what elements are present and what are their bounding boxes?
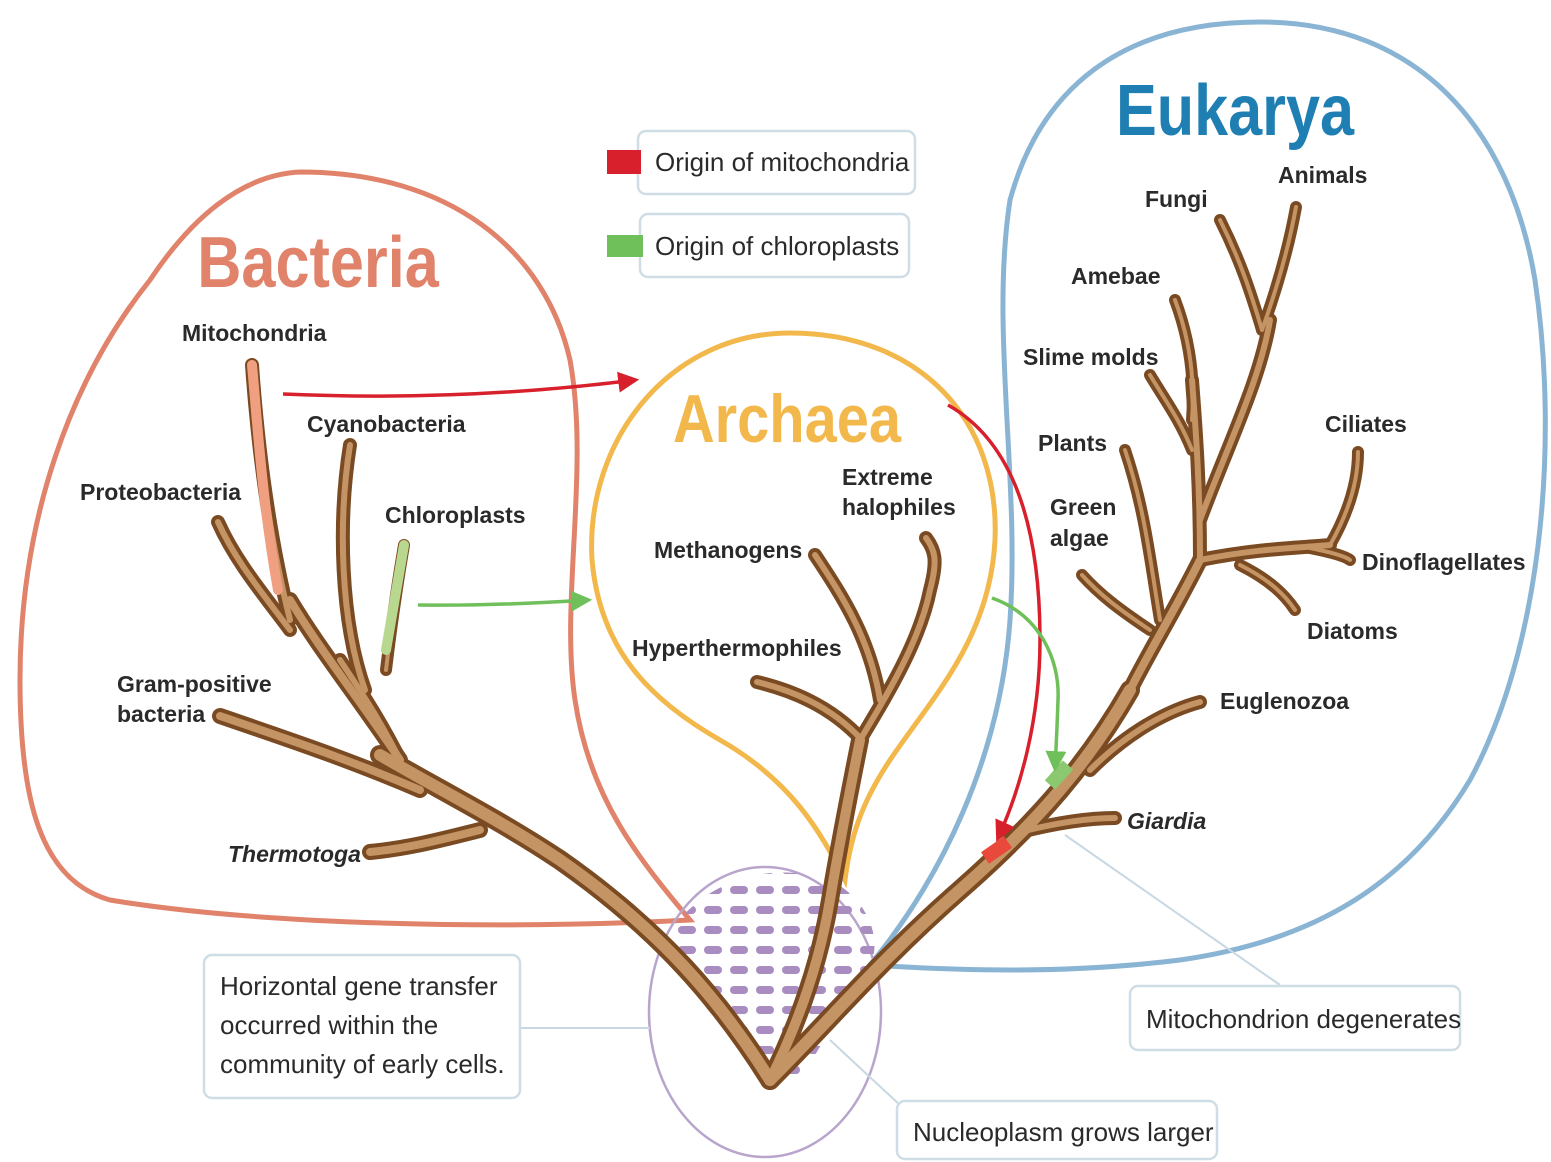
label-green-algae-line2: algae [1050,525,1109,551]
mitochondria-to-eukarya-arrow [948,405,1040,838]
eukarya-title: Eukarya [1116,71,1355,151]
hgt-note: Horizontal gene transfer occurred within… [204,955,520,1098]
label-dinoflagellates: Dinoflagellates [1362,549,1526,575]
nucleoplasm-leader [830,1040,900,1105]
label-mitochondria: Mitochondria [182,320,327,346]
label-ciliates: Ciliates [1325,411,1407,437]
hgt-note-line1: Horizontal gene transfer [220,971,498,1001]
label-green-algae-line1: Green [1050,494,1116,520]
mitochondria-transfer-arrow [283,380,635,396]
nucleoplasm-text: Nucleoplasm grows larger [913,1117,1214,1147]
legend-mitochondria-swatch [607,150,641,174]
legend-chloroplasts-label: Origin of chloroplasts [655,231,899,261]
bacteria-title: Bacteria [197,223,439,303]
label-extreme-halophiles-line2: halophiles [842,494,956,520]
label-fungi: Fungi [1145,186,1208,212]
label-chloroplasts: Chloroplasts [385,502,526,528]
hgt-note-line2: occurred within the [220,1010,438,1040]
legend-chloroplasts-swatch [607,235,643,257]
branch-cyano-stem-highlight [340,660,400,760]
legend-mitochondria-label: Origin of mitochondria [655,147,910,177]
label-slime-molds: Slime molds [1023,344,1158,370]
label-extreme-halophiles-line1: Extreme [842,464,933,490]
label-cyanobacteria: Cyanobacteria [307,411,466,437]
label-plants: Plants [1038,430,1107,456]
label-animals: Animals [1278,162,1367,188]
label-giardia: Giardia [1127,808,1206,834]
branch-methanogens [815,555,880,700]
label-diatoms: Diatoms [1307,618,1398,644]
label-proteobacteria: Proteobacteria [80,479,241,505]
label-amebae: Amebae [1071,263,1160,289]
mitochondria-branch-segment [252,365,278,590]
branch-hyperthermophiles [757,682,862,740]
branch-cyanobacteria-highlight [343,445,365,690]
mito-degenerates-text: Mitochondrion degenerates [1146,1004,1461,1034]
label-gram-positive-line2: bacteria [117,701,205,727]
chloroplast-transfer-arrow [418,600,588,605]
legend: Origin of mitochondria Origin of chlorop… [607,131,915,277]
label-gram-positive-line1: Gram-positive [117,671,272,697]
label-hyperthermophiles: Hyperthermophiles [632,635,842,661]
archaea-title: Archaea [673,382,902,457]
label-thermotoga: Thermotoga [228,841,361,867]
hgt-note-line3: community of early cells. [220,1049,505,1079]
label-euglenozoa: Euglenozoa [1220,688,1349,714]
branch-diatoms [1240,565,1295,610]
nucleoplasm-note: Nucleoplasm grows larger [897,1101,1217,1159]
label-methanogens: Methanogens [654,537,802,563]
branch-ciliates [1330,452,1358,545]
early-cell-community [649,860,890,1157]
mito-degenerates-note: Mitochondrion degenerates [1130,986,1461,1050]
